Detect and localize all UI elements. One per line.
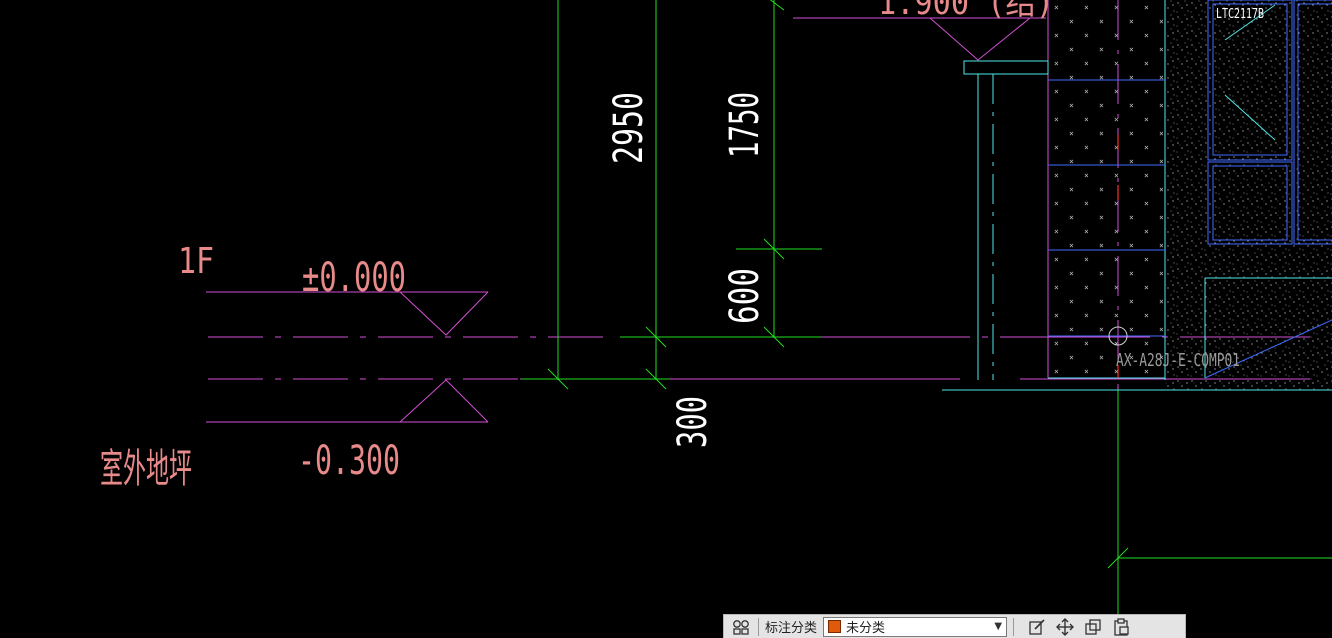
dimension-300: 300: [670, 396, 716, 448]
category-color-swatch: [828, 620, 842, 633]
edit-icon[interactable]: [1026, 616, 1048, 638]
category-dropdown[interactable]: 未分类 ▼: [823, 616, 1008, 637]
category-selected-value: 未分类: [846, 621, 886, 636]
outdoor-ground-label: 室外地坪: [100, 446, 192, 492]
cyan-layer: [942, 0, 1332, 391]
category-label: 标注分类: [765, 621, 818, 636]
dimension-2950: 2950: [606, 92, 652, 164]
top-elevation-label: 1.900 (结): [878, 0, 1054, 23]
copy-icon[interactable]: [1082, 616, 1104, 638]
toolbar-separator: [1013, 617, 1015, 636]
concrete-hatch-right: [1165, 0, 1332, 390]
blue-layer: [1048, 0, 1332, 379]
dimension-600: 600: [722, 268, 768, 324]
dimension-layer: [522, 0, 1332, 638]
dimension-1750: 1750: [722, 92, 768, 158]
paste-icon[interactable]: [1110, 616, 1132, 638]
move-icon[interactable]: [1054, 616, 1076, 638]
window-tag: LTC2117B: [1216, 7, 1264, 22]
elevation-outdoor: -0.300: [298, 438, 400, 484]
chevron-down-icon: ▼: [994, 620, 1003, 632]
layer-tag: AX-A28J-E-COMP01: [1116, 350, 1240, 371]
elevation-floor: ±0.000: [302, 255, 406, 301]
cross-hatch-column: [1048, 0, 1166, 378]
annotation-toolbar: 标注分类 未分类 ▼: [723, 614, 1186, 638]
toolbar-separator: [758, 617, 759, 636]
section-marker-circle: [1108, 326, 1128, 346]
floor-label: 1F: [178, 241, 214, 282]
annotation-group-icon[interactable]: [730, 616, 752, 638]
